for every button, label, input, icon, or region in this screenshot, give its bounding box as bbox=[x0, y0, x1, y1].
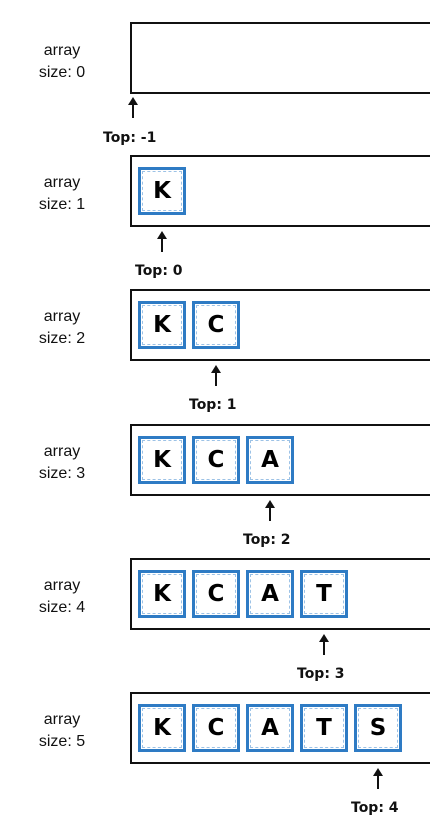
top-index-label: Top: 1 bbox=[189, 397, 237, 413]
stack-cell: C bbox=[192, 570, 240, 618]
top-index-label: Top: 4 bbox=[351, 800, 399, 816]
array-size-label: array size: 4 bbox=[14, 575, 110, 619]
array-label: array bbox=[43, 174, 81, 191]
stack-cell: K bbox=[138, 570, 186, 618]
size-value: size: 1 bbox=[38, 196, 86, 213]
size-value: size: 4 bbox=[38, 599, 86, 616]
stack-cell: C bbox=[192, 436, 240, 484]
stack-cell: A bbox=[246, 436, 294, 484]
size-value: size: 0 bbox=[38, 64, 86, 81]
stack-cell: C bbox=[192, 301, 240, 349]
stack-cell: A bbox=[246, 704, 294, 752]
stack-cell: K bbox=[138, 704, 186, 752]
stack-cell: K bbox=[138, 436, 186, 484]
array-label: array bbox=[43, 308, 81, 325]
top-index-label: Top: -1 bbox=[103, 130, 157, 146]
top-index-label: Top: 3 bbox=[297, 666, 345, 682]
size-value: size: 2 bbox=[38, 330, 86, 347]
array-container: K bbox=[130, 155, 430, 227]
top-index-label: Top: 0 bbox=[135, 263, 183, 279]
top-pointer-arrow-icon bbox=[373, 768, 383, 789]
array-size-label: array size: 1 bbox=[14, 172, 110, 216]
stack-cell: T bbox=[300, 704, 348, 752]
top-pointer-arrow-icon bbox=[319, 634, 329, 655]
stack-cell: T bbox=[300, 570, 348, 618]
array-container: K C A T S bbox=[130, 692, 430, 764]
size-value: size: 3 bbox=[38, 465, 86, 482]
top-pointer-arrow-icon bbox=[211, 365, 221, 386]
stack-cell: K bbox=[138, 167, 186, 215]
array-size-label: array size: 3 bbox=[14, 441, 110, 485]
array-size-label: array size: 0 bbox=[14, 40, 110, 84]
stack-cell: K bbox=[138, 301, 186, 349]
array-container bbox=[130, 22, 430, 94]
array-label: array bbox=[43, 711, 81, 728]
stack-cell: C bbox=[192, 704, 240, 752]
array-container: K C A T bbox=[130, 558, 430, 630]
size-value: size: 5 bbox=[38, 733, 86, 750]
top-pointer-arrow-icon bbox=[157, 231, 167, 252]
top-pointer-arrow-icon bbox=[128, 97, 138, 118]
array-size-label: array size: 2 bbox=[14, 306, 110, 350]
top-pointer-arrow-icon bbox=[265, 500, 275, 521]
array-label: array bbox=[43, 42, 81, 59]
stack-cell: S bbox=[354, 704, 402, 752]
array-size-label: array size: 5 bbox=[14, 709, 110, 753]
array-label: array bbox=[43, 577, 81, 594]
array-label: array bbox=[43, 443, 81, 460]
stack-cell: A bbox=[246, 570, 294, 618]
array-container: K C bbox=[130, 289, 430, 361]
array-container: K C A bbox=[130, 424, 430, 496]
top-index-label: Top: 2 bbox=[243, 532, 291, 548]
